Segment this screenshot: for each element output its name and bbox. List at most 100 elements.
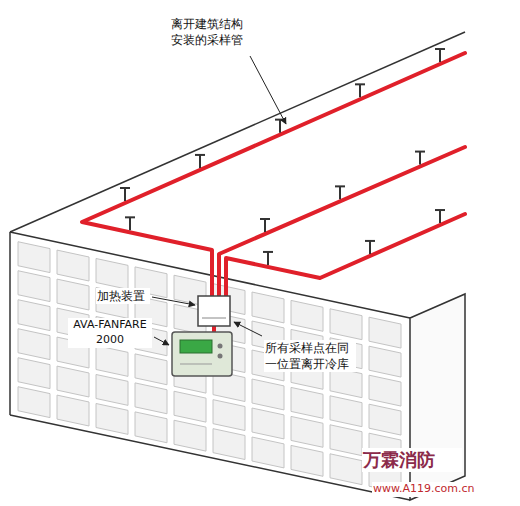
label-box: www.A119.com.cn bbox=[372, 482, 492, 497]
sampling-cap bbox=[415, 151, 425, 153]
rack-block bbox=[291, 445, 323, 476]
watermark: www.A119.com.cn bbox=[372, 482, 492, 497]
sampling-point bbox=[195, 155, 205, 168]
watermark: 万霖消防 bbox=[362, 448, 462, 472]
floor-edge bbox=[10, 415, 410, 500]
rack-block bbox=[18, 358, 50, 389]
sampling-stub bbox=[267, 252, 269, 265]
rack-block bbox=[96, 403, 128, 434]
sampling-point bbox=[275, 120, 285, 133]
rack-block bbox=[330, 396, 362, 427]
label-box: 离开建筑结构 安装的采样管 bbox=[165, 16, 249, 48]
detector-screen bbox=[180, 340, 212, 353]
detector-button bbox=[218, 354, 223, 359]
sampling-stub bbox=[129, 217, 131, 230]
sampling-point bbox=[435, 49, 445, 62]
detector-detail bbox=[180, 364, 212, 365]
rack-block bbox=[96, 374, 128, 405]
sampling-pipe bbox=[219, 147, 465, 298]
rack-block bbox=[330, 454, 362, 485]
storage-racks bbox=[18, 242, 401, 493]
rack-block bbox=[135, 383, 167, 414]
sampling-stub bbox=[359, 84, 361, 97]
rack-block bbox=[369, 375, 401, 406]
sampling-stub bbox=[279, 120, 281, 133]
rack-block bbox=[291, 387, 323, 418]
rack-block bbox=[252, 379, 284, 410]
sampling-stub bbox=[264, 219, 266, 232]
callout-label: 离开建筑结构 安装的采样管 bbox=[165, 16, 249, 48]
rack-block bbox=[213, 429, 245, 460]
sampling-cap bbox=[355, 83, 365, 85]
rack-block bbox=[96, 258, 128, 289]
rack-block bbox=[96, 345, 128, 376]
heater-symbol bbox=[198, 296, 230, 326]
rack-block bbox=[135, 354, 167, 385]
sampling-stub bbox=[439, 210, 441, 223]
sampling-cap bbox=[335, 185, 345, 187]
leader-lines bbox=[152, 56, 286, 345]
leader-line bbox=[234, 322, 262, 336]
detector-button bbox=[218, 344, 223, 349]
sampling-pipes bbox=[82, 53, 465, 333]
sampling-cap bbox=[435, 209, 445, 211]
sampling-cap bbox=[195, 154, 205, 156]
heater-detail bbox=[202, 318, 226, 319]
rack-block bbox=[330, 425, 362, 456]
rack-block bbox=[18, 329, 50, 360]
rack-block bbox=[174, 391, 206, 422]
label-box: 加热装置 bbox=[96, 288, 150, 304]
rack-block bbox=[18, 387, 50, 418]
sampling-stub bbox=[369, 241, 371, 254]
leader-line bbox=[154, 337, 169, 345]
rack-block bbox=[291, 300, 323, 331]
leader-line bbox=[152, 297, 195, 305]
sampling-cap bbox=[125, 216, 135, 218]
sampling-cap bbox=[435, 48, 445, 50]
sampling-stub bbox=[199, 155, 201, 168]
sampling-point bbox=[365, 241, 375, 254]
sampling-point bbox=[335, 186, 345, 199]
sampling-point bbox=[355, 84, 365, 97]
rack-block bbox=[135, 412, 167, 443]
room-outline bbox=[10, 32, 465, 500]
sampling-cap bbox=[260, 218, 270, 220]
rack-block bbox=[252, 437, 284, 468]
rack-block bbox=[369, 317, 401, 348]
heater-box bbox=[198, 296, 230, 326]
sampling-stub bbox=[419, 152, 421, 165]
rack-block bbox=[369, 404, 401, 435]
sampling-point bbox=[415, 152, 425, 165]
sampling-point bbox=[263, 252, 273, 265]
sampling-point bbox=[260, 219, 270, 232]
sampling-cap bbox=[365, 240, 375, 242]
ceiling-edge bbox=[10, 32, 465, 232]
sampling-points bbox=[120, 49, 445, 265]
sampling-stub bbox=[439, 49, 441, 62]
callout-label: 所有采样点在同 一位置离开冷库 bbox=[264, 340, 356, 372]
detector-box bbox=[172, 332, 232, 376]
label-box: AVA-FANFARE 2000 bbox=[68, 318, 152, 348]
sampling-cap bbox=[263, 251, 273, 253]
rack-block bbox=[291, 416, 323, 447]
label-box: 所有采样点在同 一位置离开冷库 bbox=[264, 340, 356, 372]
rack-block bbox=[57, 250, 89, 281]
sampling-cap bbox=[120, 187, 130, 189]
sampling-point bbox=[120, 188, 130, 201]
sampling-point bbox=[125, 217, 135, 230]
detector-symbol bbox=[172, 332, 232, 376]
device-name: AVA-FANFARE 2000 bbox=[68, 318, 152, 348]
wall-edge bbox=[9, 232, 11, 415]
rack-block bbox=[369, 346, 401, 377]
rack-block bbox=[57, 279, 89, 310]
sampling-pipe bbox=[82, 53, 465, 298]
rack-block bbox=[57, 366, 89, 397]
rack-block bbox=[252, 408, 284, 439]
sampling-pipe bbox=[226, 214, 465, 298]
sampling-stub bbox=[339, 186, 341, 199]
sampling-point bbox=[435, 210, 445, 223]
rack-block bbox=[18, 242, 50, 273]
rack-block bbox=[213, 400, 245, 431]
